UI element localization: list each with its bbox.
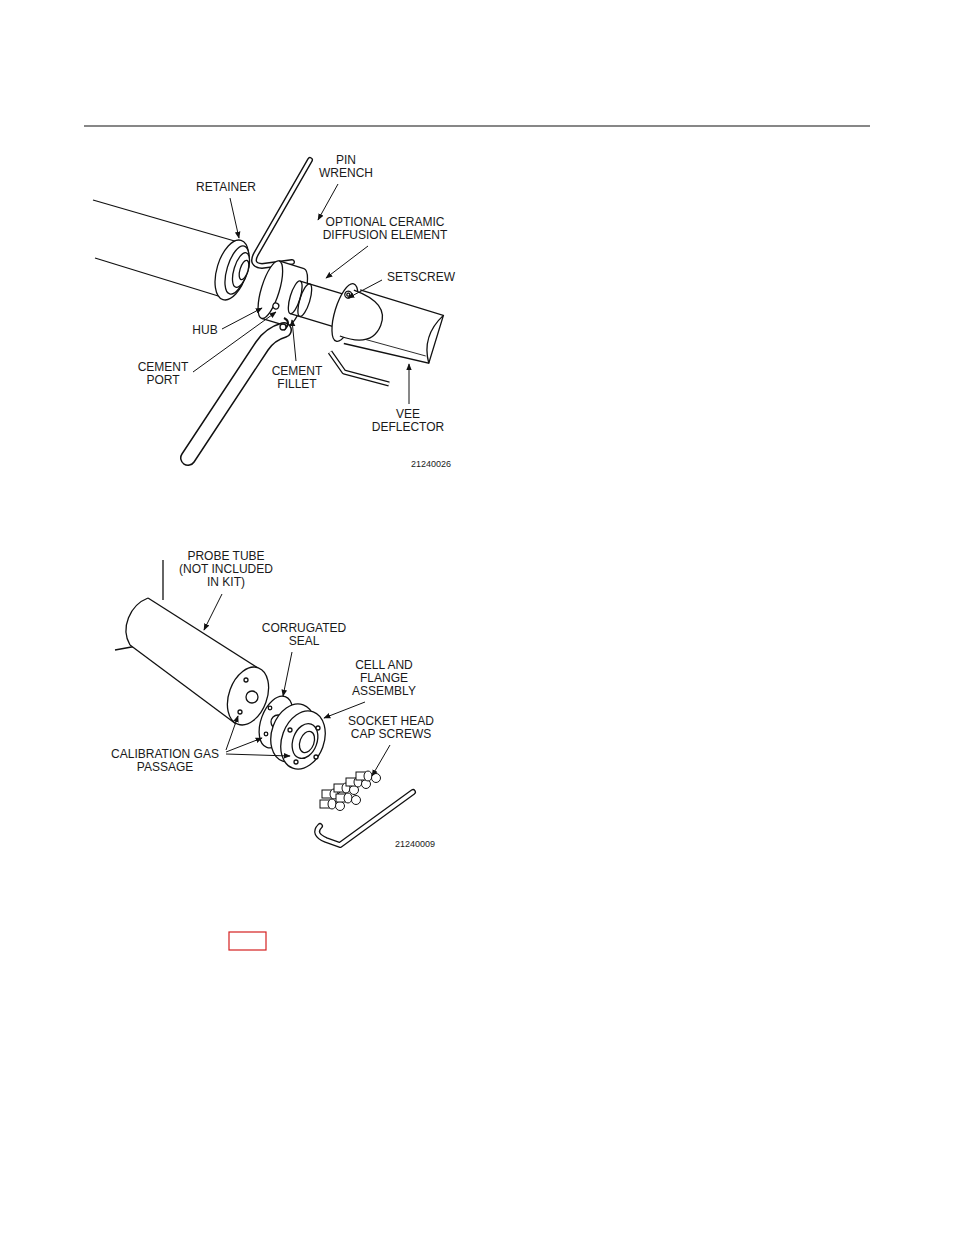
hex-key: [317, 792, 413, 845]
part-label: PROBE TUBE (NOT INCLUDED IN KIT): [175, 550, 277, 589]
highlight-box: [229, 932, 266, 950]
part-label: VEE DEFLECTOR: [367, 408, 449, 434]
part-label: PIN WRENCH: [316, 154, 376, 180]
part-label: CELL AND FLANGE ASSEMBLY: [349, 659, 419, 698]
cell-assembly: [115, 560, 333, 775]
part-label: RETAINER: [196, 181, 256, 194]
part-label: CALIBRATION GAS PASSAGE: [106, 748, 224, 774]
part-label: HUB: [192, 324, 217, 337]
part-label: SOCKET HEAD CAP SCREWS: [344, 715, 438, 741]
part-label: CORRUGATED SEAL: [257, 622, 351, 648]
part-label: CEMENT PORT: [134, 361, 192, 387]
cap-screws: [320, 771, 381, 811]
part-label: OPTIONAL CERAMIC DIFFUSION ELEMENT: [315, 216, 455, 242]
part-label: SETSCREW: [387, 271, 455, 284]
header-rule: [84, 125, 870, 126]
figure-number: 21240026: [411, 459, 451, 469]
figure-number: 21240009: [395, 839, 435, 849]
probe-assembly: [93, 160, 445, 458]
part-label: CEMENT FILLET: [268, 365, 326, 391]
